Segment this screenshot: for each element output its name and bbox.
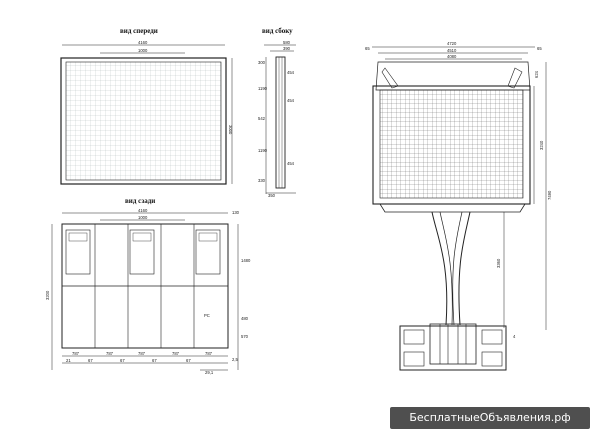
front-panel xyxy=(60,57,227,185)
iso-dim-r4: 3360 xyxy=(496,258,501,268)
front-grid xyxy=(65,61,222,181)
back-dim-outer: 4160 xyxy=(138,208,148,213)
iso-dim-r3: 7490 xyxy=(547,190,552,200)
back-bottom-1-3: 787 xyxy=(138,351,146,356)
support-pole-left xyxy=(431,211,448,326)
side-panel xyxy=(275,56,286,189)
back-pc-label: РС xyxy=(204,313,210,318)
iso-dim-left: 65 xyxy=(365,46,370,51)
side-dim-top2: 390 xyxy=(283,46,291,51)
back-view-title: вид сзади xyxy=(125,197,155,205)
billboard-grid xyxy=(379,89,524,199)
support-pole-right xyxy=(458,211,471,326)
front-view: вид спереди 4160 1000 3000 xyxy=(60,27,233,185)
back-dim-right1: 130 xyxy=(232,210,240,215)
back-bottom-2-2: 67 xyxy=(88,358,93,363)
iso-dim-right: 65 xyxy=(537,46,542,51)
back-dim-right5: 2,5 xyxy=(232,357,238,362)
back-bottom-2-5: 67 xyxy=(186,358,191,363)
iso-dim-top2: 4510 xyxy=(447,48,457,53)
iso-dim-r2: 3240 xyxy=(539,140,544,150)
side-view: вид сбоку 580 390 300 1190 542 1190 330 … xyxy=(258,27,296,198)
back-bottom-1-5: 787 xyxy=(205,351,213,356)
iso-dim-r1: 624 xyxy=(534,70,539,78)
back-bottom-2-4: 67 xyxy=(152,358,157,363)
side-dim-d6: 454 xyxy=(287,98,295,103)
back-bottom-total: 29,1 xyxy=(205,370,214,375)
side-dim-d3: 1190 xyxy=(258,148,268,153)
back-view: вид сзади 4160 1000 РС 130 1480 480 570 … xyxy=(45,197,251,375)
back-bottom-2-3: 67 xyxy=(120,358,125,363)
back-bottom-1-4: 787 xyxy=(172,351,180,356)
iso-dim-top1: 4720 xyxy=(447,41,457,46)
cabinet-3 xyxy=(195,229,221,275)
foundation-base xyxy=(399,325,507,371)
side-dim-d1: 300 xyxy=(258,60,266,65)
side-dim-top1: 580 xyxy=(283,40,291,45)
back-bottom-1-1: 787 xyxy=(72,351,80,356)
side-dim-d5: 454 xyxy=(287,70,295,75)
side-view-title: вид сбоку xyxy=(262,27,293,35)
front-view-title: вид спереди xyxy=(120,27,158,35)
watermark: БесплатныеОбъявления.рф xyxy=(390,407,590,429)
back-bottom-2-1: 21 xyxy=(66,358,71,363)
iso-dim-r5: 4 xyxy=(513,334,516,339)
isometric-view: 4720 4510 4080 65 65 624 3240 7490 3360 … xyxy=(365,41,552,371)
cabinet-2 xyxy=(129,229,155,275)
back-bottom-1-2: 787 xyxy=(106,351,114,356)
front-dim-height: 3000 xyxy=(228,125,233,135)
side-dim-d8: 330 xyxy=(258,178,266,183)
side-dim-d2: 1190 xyxy=(258,86,268,91)
back-dim-right2: 1480 xyxy=(241,258,251,263)
front-dim-outer: 4160 xyxy=(138,40,148,45)
back-dim-inner: 1000 xyxy=(138,215,148,220)
back-dim-left: 3200 xyxy=(45,290,50,300)
cabinet-1 xyxy=(65,229,91,275)
back-dim-right3: 480 xyxy=(241,316,249,321)
side-dim-d7: 454 xyxy=(287,161,295,166)
back-dim-right4: 570 xyxy=(241,334,249,339)
side-dim-d4: 542 xyxy=(258,116,266,121)
side-dim-d9: 350 xyxy=(268,193,276,198)
iso-dim-top3: 4080 xyxy=(447,54,457,59)
front-dim-inner: 1000 xyxy=(138,48,148,53)
